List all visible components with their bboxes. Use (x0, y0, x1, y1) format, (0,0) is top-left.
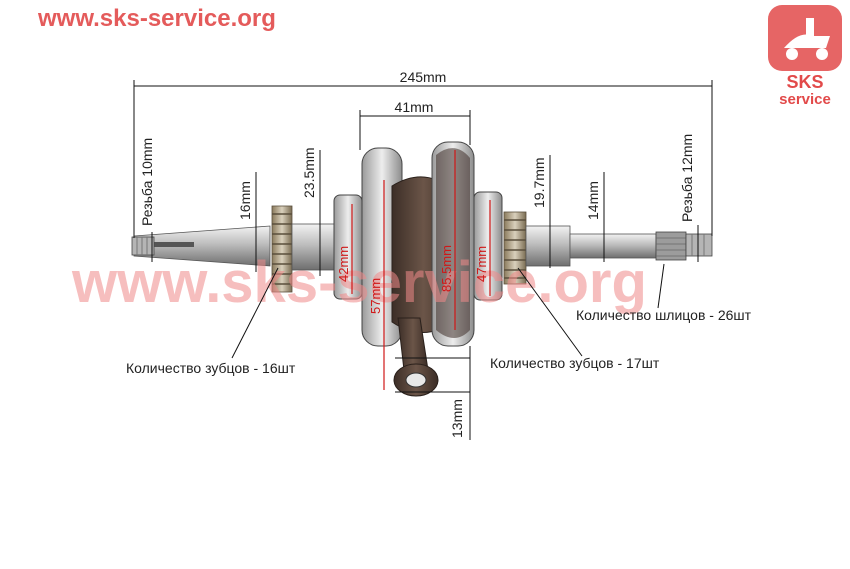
left-shaft-label: 16mm (237, 181, 253, 220)
flywheel-inner-label: 57mm (368, 278, 383, 314)
left-bearing-label: 42mm (336, 246, 351, 282)
rod-pin-label: 13mm (449, 399, 465, 438)
left-teeth-callout: Количество зубцов - 16шт (126, 360, 296, 376)
left-thread-label: Резьба 10mm (139, 138, 155, 226)
left-gear-label: 23.5mm (301, 147, 317, 198)
right-thread-label: Резьба 12mm (679, 134, 695, 222)
overall-length-label: 245mm (400, 69, 447, 85)
watermark-top: www.sks-service.org (37, 5, 276, 32)
crank-width-label: 41mm (395, 99, 434, 115)
splines-callout: Количество шлицов - 26шт (576, 307, 752, 323)
sks-logo: SKS service (768, 5, 842, 108)
right-gear-label: 19.7mm (531, 157, 547, 208)
right-teeth-callout: Количество зубцов - 17шт (490, 355, 660, 371)
red-dimension-lines (351, 150, 491, 390)
right-bearing-label: 47mm (474, 246, 489, 282)
logo-line2: service (779, 91, 831, 108)
right-shaft-label: 14mm (585, 181, 601, 220)
crankshaft (131, 141, 713, 397)
watermark-center: www.sks-service.org (71, 250, 647, 315)
flywheel-outer-label: 85.5mm (439, 245, 454, 292)
dimension-lines (133, 80, 713, 440)
logo-line1: SKS (786, 72, 823, 92)
